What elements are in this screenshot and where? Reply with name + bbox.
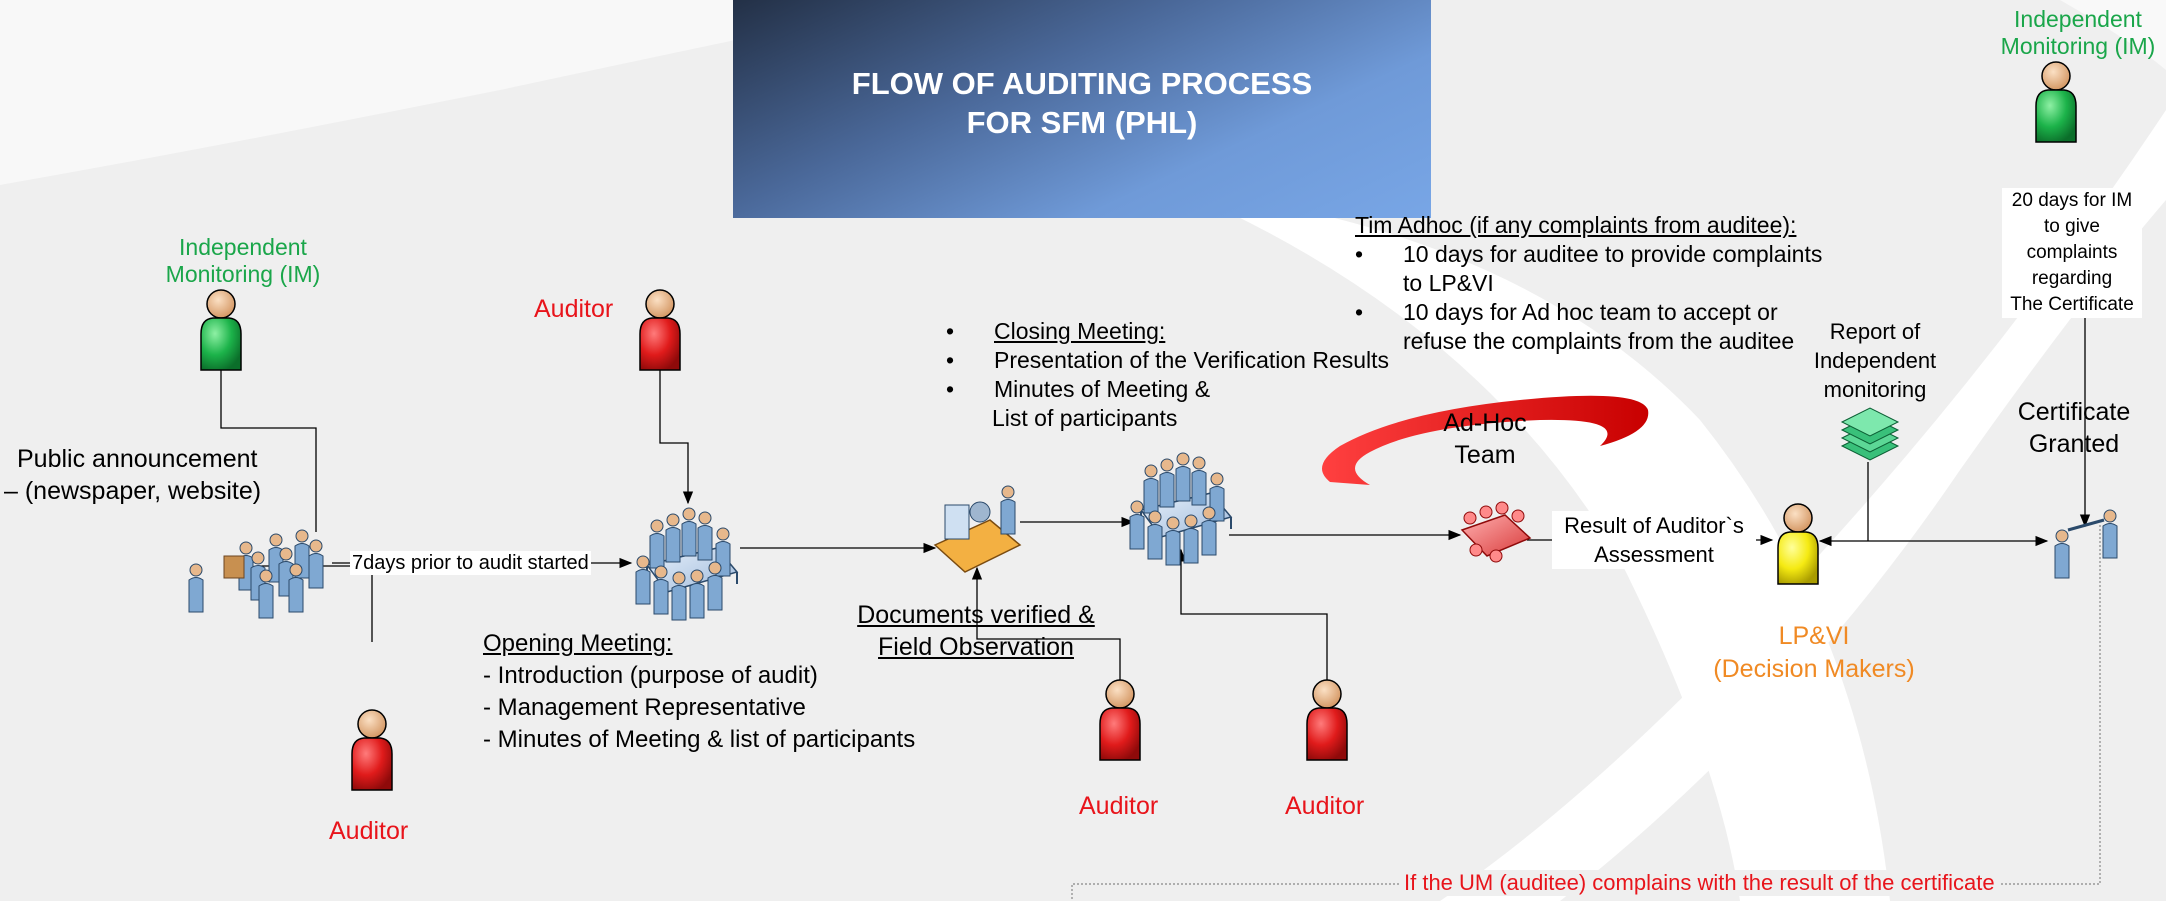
closing-item2-line2: List of participants — [992, 405, 1178, 431]
documents-verified-label: Documents verified & Field Observation — [840, 599, 1112, 663]
report-stack-icon — [1840, 407, 1900, 461]
public-line1: Public announcement — [17, 445, 258, 473]
adhoc-item1-line2: to LP&VI — [1403, 270, 1494, 296]
result-assessment-label: Result of Auditor`s Assessment — [1552, 511, 1756, 569]
im-days-line5: The Certificate — [2010, 294, 2134, 315]
im-days-line1: 20 days for IM — [2011, 190, 2133, 211]
adhoc-item2-line1: 10 days for Ad hoc team to accept or — [1403, 299, 1778, 325]
certificate-granted-label: Certificate Granted — [1996, 396, 2152, 460]
documents-line1: Documents verified & — [857, 601, 1095, 629]
closing-bullet: Closing Meeting: — [946, 317, 1389, 346]
handshake-icon — [2054, 509, 2118, 579]
closing-heading: Closing Meeting: — [994, 318, 1166, 344]
im-days-line4: regarding — [2031, 268, 2113, 289]
lpvi-label: LP&VI (Decision Makers) — [1696, 620, 1932, 686]
opening-item: - Minutes of Meeting & list of participa… — [483, 726, 916, 753]
im-days-label: 20 days for IM to give complaints regard… — [2002, 188, 2142, 318]
adhoc-item1-line1: 10 days for auditee to provide complaint… — [1403, 241, 1823, 267]
result-line1: Result of Auditor`s — [1564, 513, 1744, 538]
meeting-table-icon — [1130, 453, 1231, 565]
adhoc-note-heading: Tim Adhoc (if any complaints from audite… — [1355, 212, 1797, 238]
crowd-icon — [188, 529, 324, 619]
im-days-line2: to give — [2044, 216, 2100, 237]
adhoc-team-line1: Ad-Hoc — [1443, 409, 1527, 437]
adhoc-swoosh-icon — [1322, 395, 1649, 485]
arrow-label-7days: 7days prior to audit started — [350, 551, 591, 575]
report-label: Report of Independent monitoring — [1810, 317, 1940, 404]
lpvi-person-icon — [1777, 503, 1819, 585]
certificate-line1: Certificate — [2017, 398, 2131, 426]
im-right-line1: Independent — [2014, 6, 2142, 32]
closing-bullet: Minutes of Meeting & List of participants — [946, 375, 1389, 433]
adhoc-table-icon — [1460, 501, 1532, 563]
im-days-line3: complaints — [2026, 242, 2118, 263]
closing-meeting-note: Closing Meeting: Presentation of the Ver… — [946, 317, 1389, 433]
auditor-label: Auditor — [1079, 792, 1159, 820]
opening-heading: Opening Meeting: — [483, 630, 673, 657]
adhoc-bullet: 10 days for auditee to provide complaint… — [1355, 240, 1822, 298]
closing-bullet: Presentation of the Verification Results — [946, 346, 1389, 375]
result-line2: Assessment — [1594, 542, 1714, 567]
document-desk-icon — [933, 485, 1022, 573]
lpvi-line2: (Decision Makers) — [1713, 655, 1915, 683]
auditor-person-icon — [1099, 679, 1141, 761]
auditor-person-icon — [1306, 679, 1348, 761]
auditor-label: Auditor — [329, 817, 409, 845]
public-announcement-label: Public announcement – (newspaper, websit… — [4, 443, 261, 507]
im-right-line2: Monitoring (IM) — [2000, 33, 2156, 59]
banner-title-line1: FLOW OF AUDITING PROCESS — [851, 66, 1313, 101]
adhoc-team-line2: Team — [1454, 441, 1516, 469]
lpvi-line1: LP&VI — [1778, 622, 1850, 650]
closing-item2-line1: Minutes of Meeting & — [994, 376, 1211, 402]
report-line2: Independent — [1813, 348, 1937, 373]
adhoc-bullet: 10 days for Ad hoc team to accept or refu… — [1355, 298, 1822, 356]
im-person-icon — [200, 289, 242, 371]
banner-title-line2: FOR SFM (PHL) — [966, 105, 1198, 140]
im-right-label: Independent Monitoring (IM) — [1990, 6, 2166, 60]
complaint-note: If the UM (auditee) complains with the r… — [1400, 870, 1999, 896]
im-left-line1: Independent — [179, 234, 307, 260]
meeting-table-icon — [636, 508, 737, 620]
public-line2: – (newspaper, website) — [4, 477, 262, 505]
documents-line2: Field Observation — [878, 633, 1074, 661]
closing-item1: Presentation of the Verification Results — [994, 347, 1390, 373]
title-banner: FLOW OF AUDITING PROCESS FOR SFM (PHL) — [733, 0, 1431, 218]
opening-item: - Management Representative — [483, 694, 806, 721]
adhoc-item2-line2: refuse the complaints from the auditee — [1403, 328, 1795, 354]
auditor-person-icon — [351, 709, 393, 791]
opening-meeting-note: Opening Meeting: - Introduction (purpose… — [483, 628, 915, 756]
adhoc-team-label: Ad-Hoc Team — [1420, 407, 1550, 471]
im-person-icon — [2035, 61, 2077, 143]
auditor-label: Auditor — [1285, 792, 1365, 820]
report-line1: Report of — [1829, 319, 1921, 344]
im-left-line2: Monitoring (IM) — [165, 261, 321, 287]
opening-item: - Introduction (purpose of audit) — [483, 662, 818, 689]
auditor-person-icon — [639, 289, 681, 371]
adhoc-note-list: 10 days for auditee to provide complaint… — [1355, 240, 1822, 356]
certificate-line2: Granted — [2028, 430, 2120, 458]
im-left-label: Independent Monitoring (IM) — [150, 234, 336, 288]
auditor-label: Auditor — [534, 295, 614, 323]
report-line3: monitoring — [1823, 377, 1927, 402]
